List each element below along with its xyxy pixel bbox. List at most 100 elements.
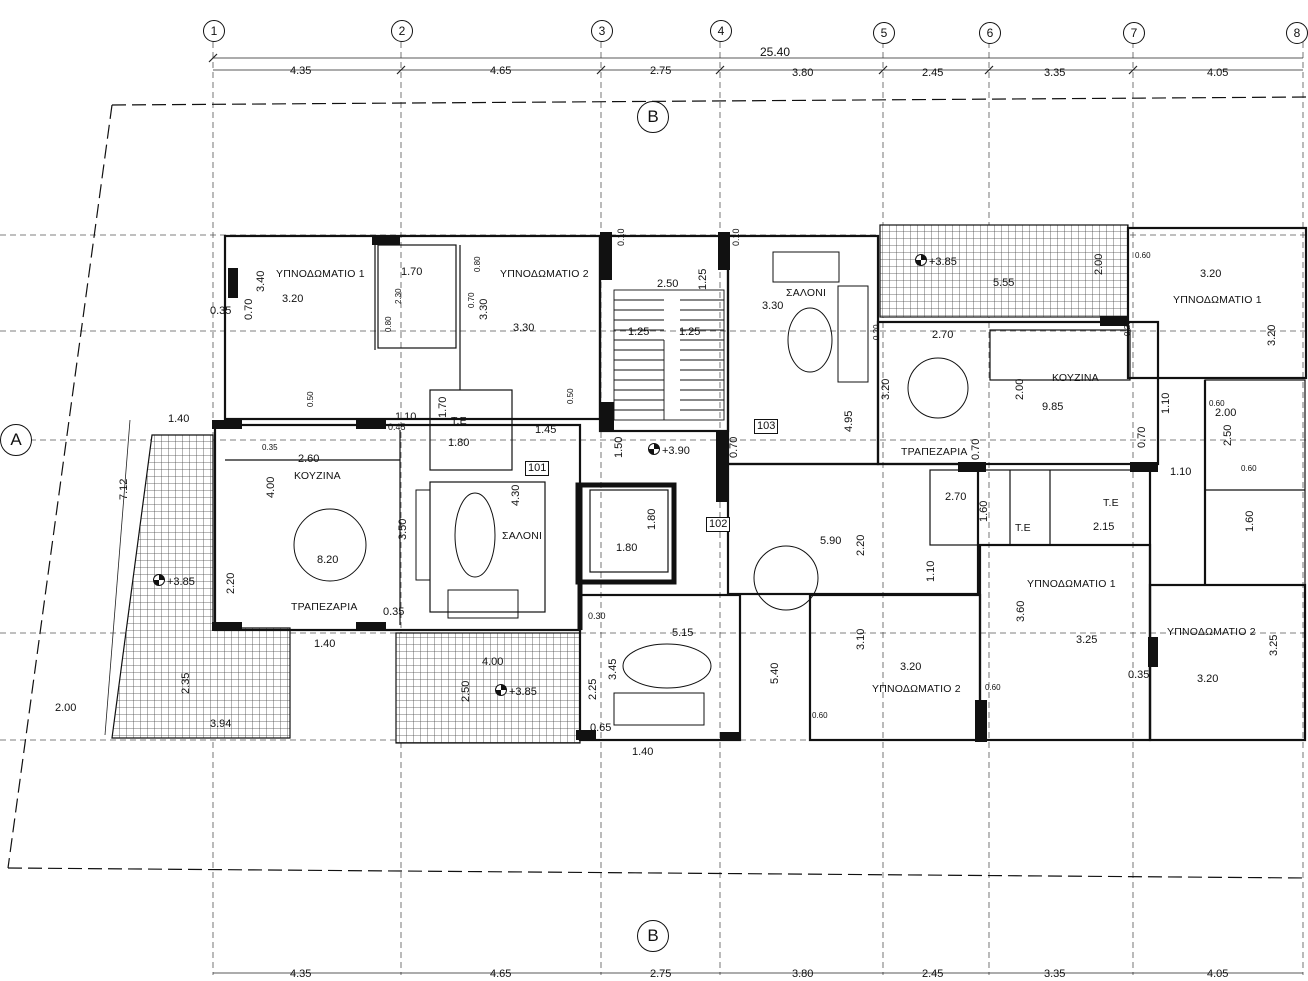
dim-bottom-2: 4.65 <box>490 968 512 980</box>
dim-1-70-b: 1.70 <box>437 396 449 418</box>
room-living-101: ΣΑΛΟΝΙ <box>502 530 543 542</box>
dim-2-00-a: 2.00 <box>1014 378 1026 400</box>
room-wc-102b: Τ.Ε <box>1103 497 1119 509</box>
room-kitchen-101: ΚΟΥΖΙΝΑ <box>294 470 341 482</box>
dim-0-60-c: 0.60 <box>1135 251 1151 260</box>
level-marker-left-balcony: +3.85 <box>153 574 195 588</box>
dim-1-80-c: 1.80 <box>616 542 638 554</box>
dim-3-20-c: 3.20 <box>1200 268 1222 280</box>
dim-3-94: 3.94 <box>210 718 232 730</box>
unit-label-101: 101 <box>525 461 550 476</box>
dim-3-20-b: 3.20 <box>880 378 892 400</box>
dim-1-45: 1.45 <box>535 424 557 436</box>
dim-0-60-d: 0.60 <box>1209 399 1225 408</box>
dim-1-60-b: 1.60 <box>1244 510 1256 532</box>
dim-3-25-a: 3.25 <box>1076 634 1098 646</box>
dim-0-35-c: 0.35 <box>262 443 278 452</box>
dim-5-15: 5.15 <box>672 627 694 639</box>
dim-top-4: 3.80 <box>792 67 814 79</box>
dim-0-50-a: 0.50 <box>306 391 315 407</box>
dim-3-20-d: 3.20 <box>1266 324 1278 346</box>
room-wc-102a: Τ.Ε <box>1015 522 1031 534</box>
dim-0-60-a: 0.60 <box>812 711 828 720</box>
dim-1-25-c: 1.25 <box>679 326 701 338</box>
unit-label-103: 103 <box>754 419 779 434</box>
dim-overall-top: 25.40 <box>760 45 791 59</box>
dim-4-30: 4.30 <box>510 484 522 506</box>
dim-1-40-b: 1.40 <box>632 746 654 758</box>
dim-0-70: 0.70 <box>243 298 255 320</box>
dim-3-45: 3.45 <box>607 658 619 680</box>
dim-0-70-b: 0.70 <box>728 436 740 458</box>
dim-left-height: 7.12 <box>118 478 130 500</box>
dim-2-00-b: 2.00 <box>1093 253 1105 275</box>
level-marker-stair: +3.90 <box>648 443 690 457</box>
room-living-103: ΣΑΛΟΝΙ <box>786 287 827 299</box>
dim-top-3: 2.75 <box>650 65 672 77</box>
dim-3-25-b: 3.25 <box>1268 634 1280 656</box>
dim-0-20-a: 0.20 <box>872 324 881 340</box>
dim-1-50: 1.50 <box>613 436 625 458</box>
dim-0-10-a: 0.10 <box>616 228 626 246</box>
dim-bottom-6: 3.35 <box>1044 968 1066 980</box>
dim-2-35: 2.35 <box>180 672 192 694</box>
level-marker-mid-balcony: +3.85 <box>495 684 537 698</box>
dim-1-60-a: 1.60 <box>978 500 990 522</box>
dim-2-30: 2.30 <box>394 288 403 304</box>
dim-1-10-d: 1.10 <box>925 560 937 582</box>
dim-2-25: 2.25 <box>587 678 599 700</box>
dim-4-95: 4.95 <box>843 410 855 432</box>
dim-5-90: 5.90 <box>820 535 842 547</box>
dim-3-30-b: 3.30 <box>513 322 535 334</box>
grid-label-8: 8 <box>1286 22 1308 44</box>
dim-3-20: 3.20 <box>282 293 304 305</box>
dim-5-55: 5.55 <box>993 277 1015 289</box>
dim-9-85: 9.85 <box>1042 401 1064 413</box>
dim-1-10-a: 1.10 <box>395 411 417 423</box>
dim-0-80-b: 0.80 <box>384 316 393 332</box>
dim-0-70-e: 0.70 <box>467 292 476 308</box>
dim-bottom-4: 3.80 <box>792 968 814 980</box>
grid-label-4: 4 <box>710 20 732 42</box>
grid-label-7: 7 <box>1123 22 1145 44</box>
room-bedroom-2-103: ΥΠΝΟΔΩΜΑΤΙΟ 2 <box>1167 626 1256 638</box>
room-bedroom-1-103: ΥΠΝΟΔΩΜΑΤΙΟ 1 <box>1173 294 1262 306</box>
dim-8-20: 8.20 <box>317 554 339 566</box>
grid-label-2: 2 <box>391 20 413 42</box>
dim-3-30-c: 3.30 <box>762 300 784 312</box>
room-bedroom-2-102: ΥΠΝΟΔΩΜΑΤΙΟ 2 <box>872 683 961 695</box>
dim-0-30: 0.30 <box>588 611 606 621</box>
dim-bottom-3: 2.75 <box>650 968 672 980</box>
dim-2-50-c: 2.50 <box>1222 424 1234 446</box>
dim-0-80-a: 0.80 <box>473 256 482 272</box>
dim-0-10-b: 0.10 <box>731 228 741 246</box>
grid-label-5: 5 <box>873 22 895 44</box>
room-kitchen-103: ΚΟΥΖΙΝΑ <box>1052 372 1099 384</box>
dim-top-2: 4.65 <box>490 65 512 77</box>
dim-2-20-a: 2.20 <box>225 572 237 594</box>
dim-4-00-b: 4.00 <box>482 656 504 668</box>
dim-1-70: 1.70 <box>401 266 423 278</box>
dim-2-50: 2.50 <box>657 278 679 290</box>
dim-3-40: 3.40 <box>255 270 267 292</box>
dim-bottom-5: 2.45 <box>922 968 944 980</box>
grid-label-3: 3 <box>591 20 613 42</box>
dim-3-20-e: 3.20 <box>900 661 922 673</box>
dim-1-40-a: 1.40 <box>314 638 336 650</box>
dim-3-60: 3.60 <box>1015 600 1027 622</box>
section-marker-b-top: B <box>637 101 669 133</box>
dim-0-35-b: 0.35 <box>1128 669 1150 681</box>
dim-top-1: 4.35 <box>290 65 312 77</box>
room-bedroom-1-102: ΥΠΝΟΔΩΜΑΤΙΟ 1 <box>1027 578 1116 590</box>
room-bedroom-2-101: ΥΠΝΟΔΩΜΑΤΙΟ 2 <box>500 268 589 280</box>
section-marker-a: A <box>0 424 32 456</box>
dim-3-30-a: 3.30 <box>478 298 490 320</box>
dim-1-80-b: 1.80 <box>646 508 658 530</box>
room-dining-103: ΤΡΑΠΕΖΑΡΙΑ <box>901 446 968 458</box>
dim-bottom-1: 4.35 <box>290 968 312 980</box>
dim-3-20-f: 3.20 <box>1197 673 1219 685</box>
room-bedroom-1-101: ΥΠΝΟΔΩΜΑΤΙΟ 1 <box>276 268 365 280</box>
dim-0-65: 0.65 <box>590 722 612 734</box>
dim-top-5: 2.45 <box>922 67 944 79</box>
